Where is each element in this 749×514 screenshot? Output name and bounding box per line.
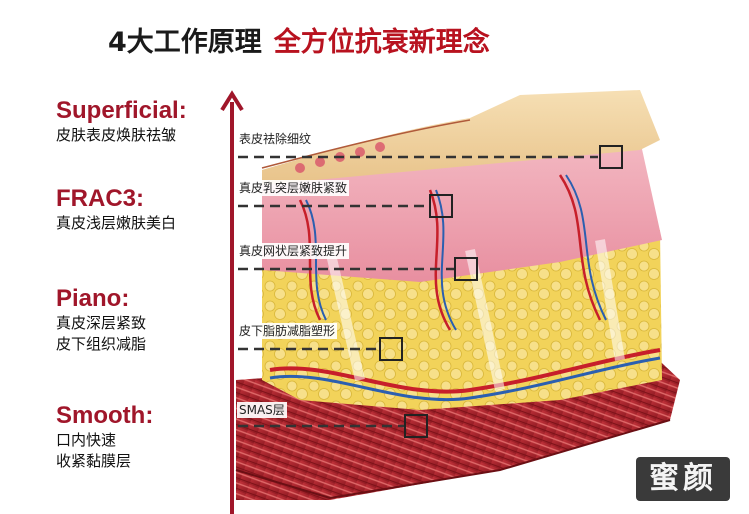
layer-desc: 口内快速 xyxy=(56,431,117,449)
layer-desc: 真皮浅层嫩肤美白 xyxy=(56,214,177,232)
layer-smooth: Smooth: 口内快速 收紧黏膜层 xyxy=(56,402,153,472)
depth-tag-reticular-dermis: 真皮网状层紧致提升 xyxy=(237,243,350,259)
watermark: 蜜颜 xyxy=(636,457,730,501)
layer-desc: 皮肤表皮焕肤祛皱 xyxy=(56,126,177,144)
marker-square xyxy=(454,257,478,281)
depth-tag-papillary-dermis: 真皮乳突层嫩肤紧致 xyxy=(237,180,350,196)
layer-name: Smooth: xyxy=(56,402,154,429)
layer-desc: 收紧黏膜层 xyxy=(56,452,132,470)
depth-tag-subcutaneous-fat: 皮下脂肪减脂塑形 xyxy=(237,323,338,339)
marker-square xyxy=(404,414,428,438)
marker-square xyxy=(429,194,453,218)
depth-tag-smas: SMAS层 xyxy=(237,402,287,418)
depth-tag-epidermis: 表皮祛除细纹 xyxy=(237,131,314,147)
marker-square xyxy=(599,145,623,169)
layer-name: FRAC3: xyxy=(56,185,144,212)
title-prefix: 4大工作原理 xyxy=(108,27,262,58)
layer-desc: 真皮深层紧致 xyxy=(56,314,147,332)
marker-square xyxy=(379,337,403,361)
page-title: 4大工作原理全方位抗衰新理念 xyxy=(108,20,490,59)
layer-name: Piano: xyxy=(56,285,130,312)
layer-piano: Piano: 真皮深层紧致 皮下组织减脂 xyxy=(56,285,146,355)
layer-desc: 皮下组织减脂 xyxy=(56,335,147,353)
layer-superficial: Superficial: 皮肤表皮焕肤祛皱 xyxy=(56,97,187,146)
epidermis-layer xyxy=(261,90,660,185)
layer-frac3: FRAC3: 真皮浅层嫩肤美白 xyxy=(56,185,176,234)
layer-name: Superficial: xyxy=(56,97,187,124)
title-highlight: 全方位抗衰新理念 xyxy=(273,27,490,58)
